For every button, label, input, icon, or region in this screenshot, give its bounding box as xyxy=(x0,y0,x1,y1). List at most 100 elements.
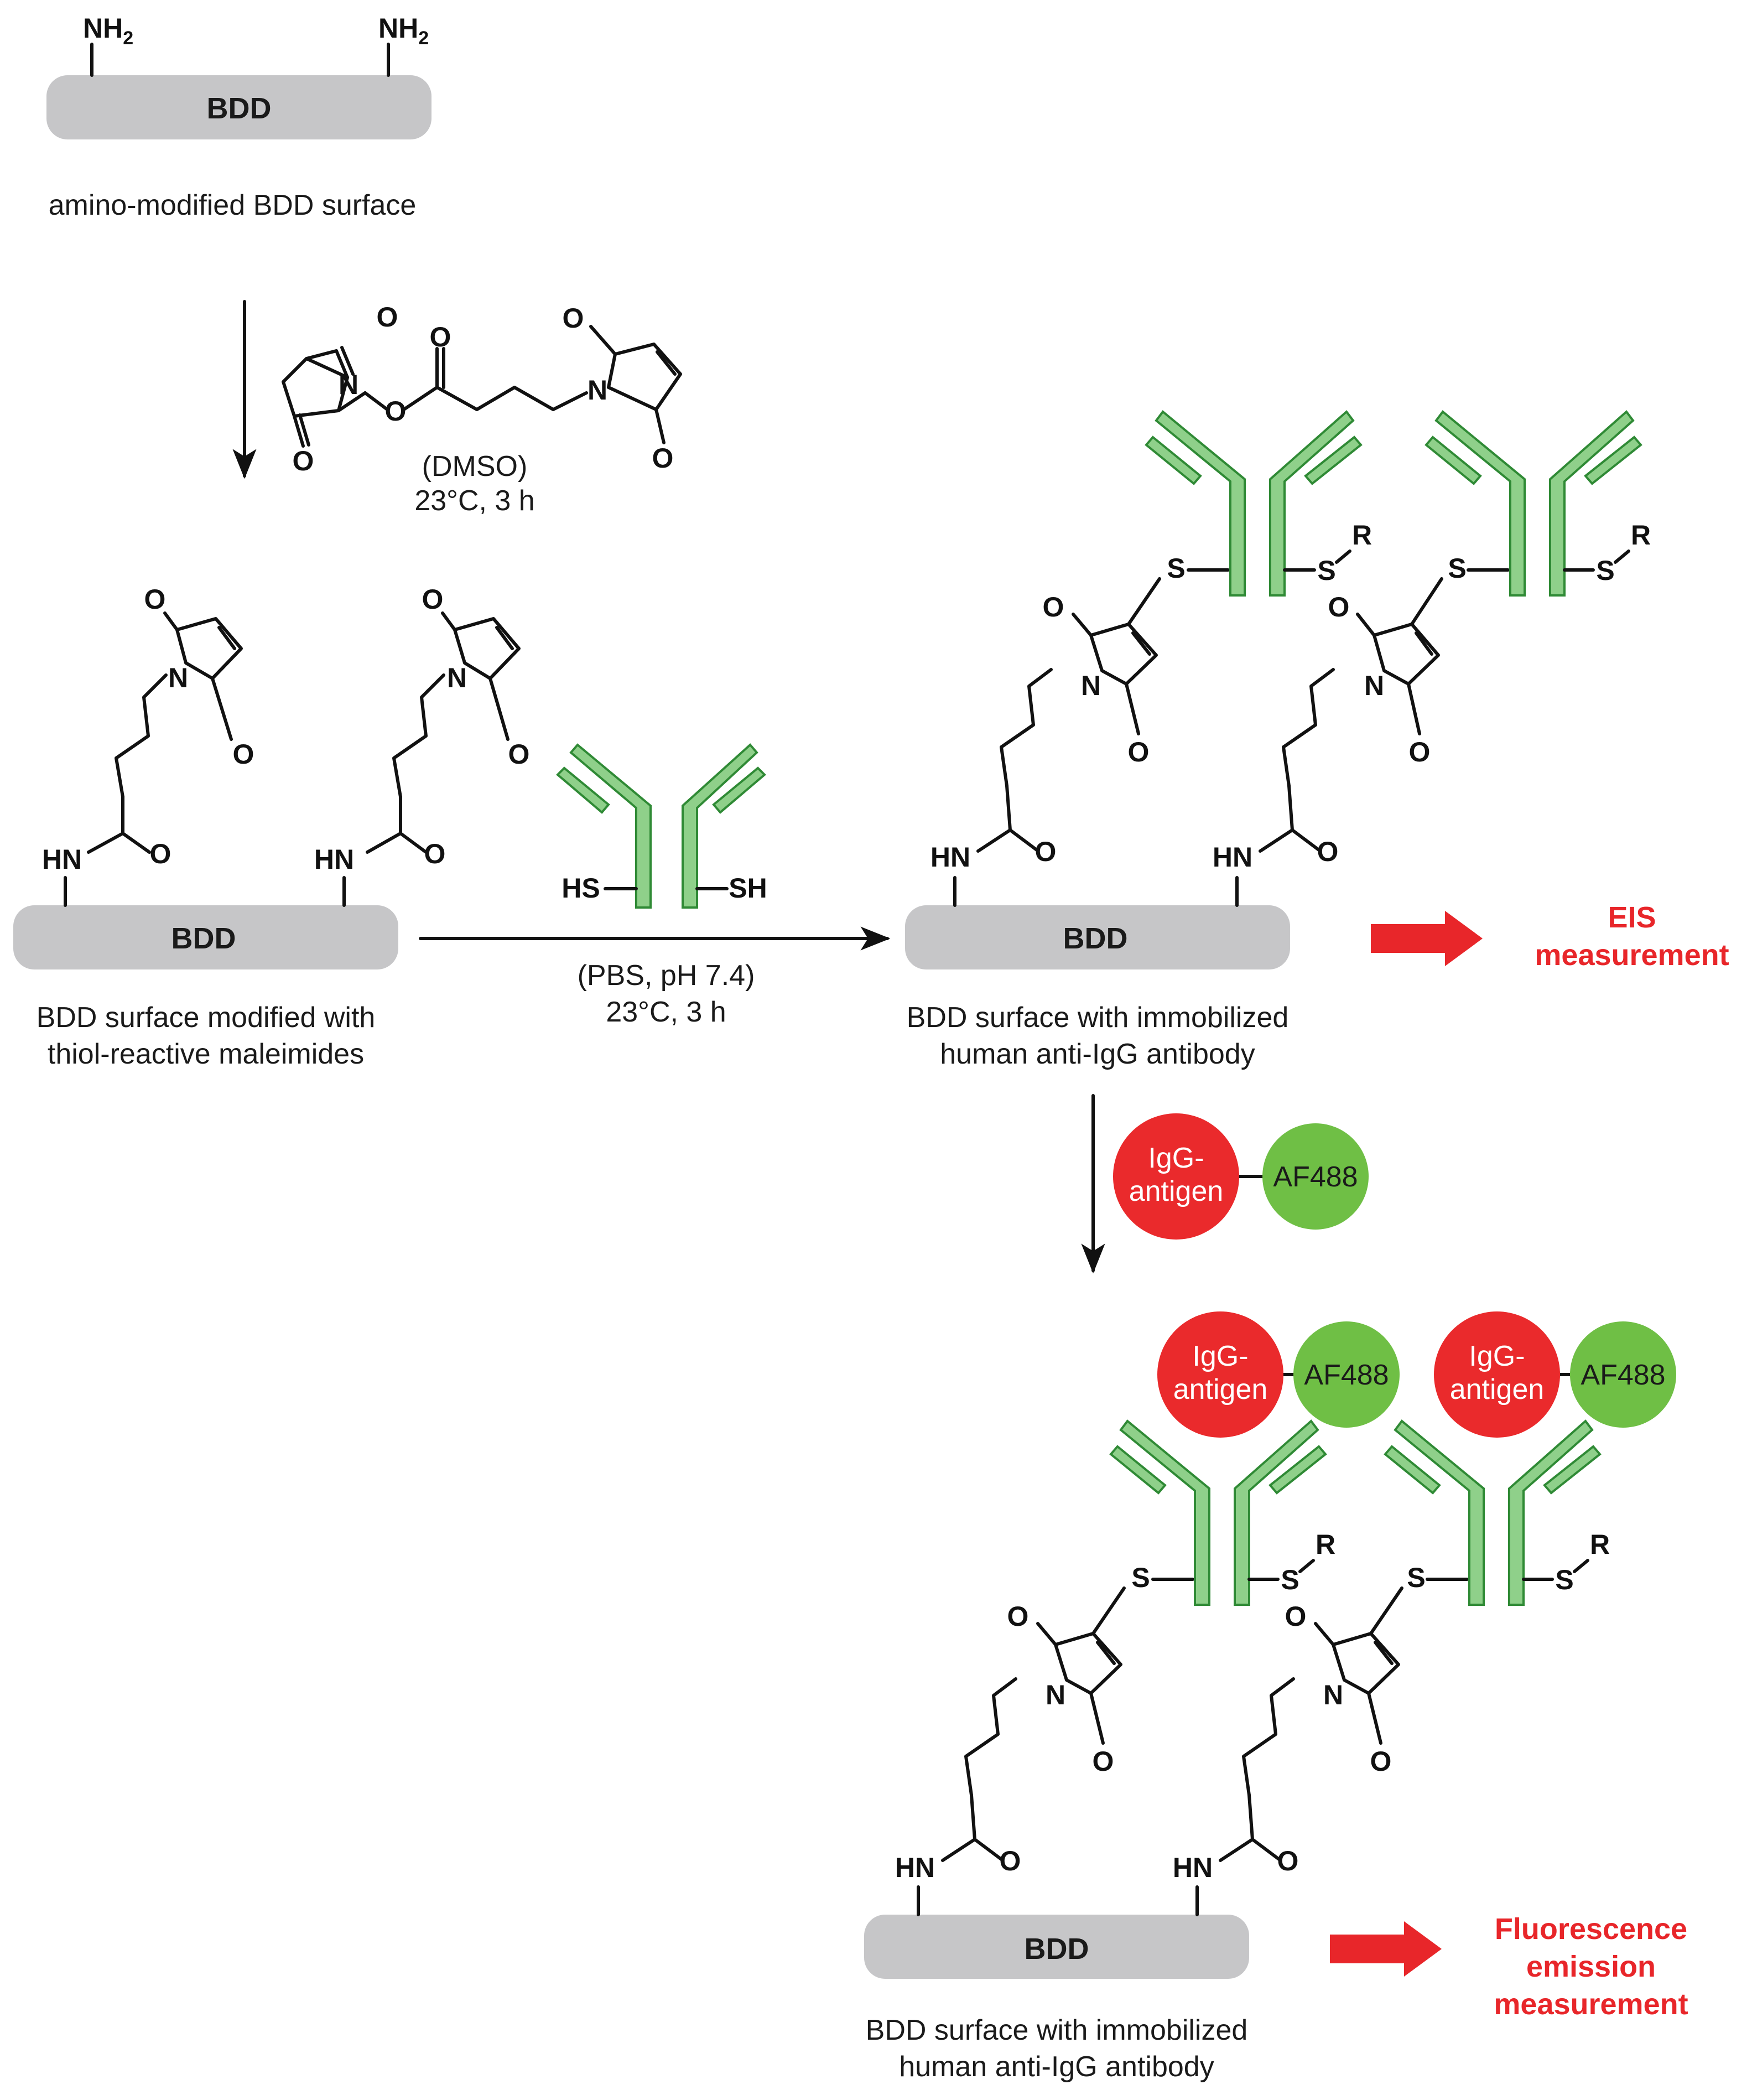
svg-text:O: O xyxy=(1277,1845,1299,1876)
svg-text:N: N xyxy=(339,369,358,400)
svg-text:O: O xyxy=(377,302,398,333)
antibody-reagent: HS SH xyxy=(556,743,767,909)
svg-text:O: O xyxy=(1317,836,1339,867)
bdd-surface xyxy=(46,75,431,139)
svg-text:O: O xyxy=(1328,592,1350,623)
maleimide-surface: BDD HN O N O O HN O N O O BDD surface mo… xyxy=(13,584,529,1070)
svg-text:N: N xyxy=(1081,670,1101,701)
condition-time-2: 23°C, 3 h xyxy=(606,996,726,1028)
condition-buffer-2: (PBS, pH 7.4) xyxy=(578,960,755,992)
svg-text:N: N xyxy=(168,662,188,693)
svg-text:N: N xyxy=(1364,670,1384,701)
bdd-label: BDD xyxy=(207,92,272,125)
fluorescence-arrow xyxy=(1330,1921,1442,1977)
antibody-surface: BDD HN O N O O S S R HN O N xyxy=(905,410,1651,1070)
antigen-bound-surface: BDD HN O N O O S S R HN O N xyxy=(864,1311,1676,2083)
svg-text:IgG-: IgG- xyxy=(1148,1142,1204,1174)
svg-text:S: S xyxy=(1596,555,1614,586)
condition-solvent-1: (DMSO) xyxy=(422,450,528,483)
bdd-surface xyxy=(864,1915,1249,1979)
fluorophore-circle xyxy=(1262,1123,1369,1230)
svg-text:O: O xyxy=(233,739,254,770)
caption-step1: amino-modified BDD surface xyxy=(49,189,417,221)
fluorescence-label-line2: emission xyxy=(1526,1950,1656,1983)
fluorophore-circle xyxy=(1570,1321,1676,1428)
svg-text:IgG-: IgG- xyxy=(1469,1340,1525,1372)
svg-text:antigen: antigen xyxy=(1173,1373,1268,1406)
svg-text:O: O xyxy=(144,584,166,615)
svg-text:O: O xyxy=(1093,1746,1114,1777)
svg-text:HN: HN xyxy=(895,1852,935,1883)
antigen-reagent: IgG- antigen AF488 xyxy=(1113,1113,1369,1240)
svg-text:O: O xyxy=(1409,737,1431,768)
svg-text:S: S xyxy=(1167,553,1185,584)
svg-text:O: O xyxy=(150,838,171,869)
svg-text:S: S xyxy=(1281,1564,1299,1595)
svg-text:O: O xyxy=(1043,592,1064,623)
svg-text:S: S xyxy=(1131,1562,1150,1593)
svg-text:AF488: AF488 xyxy=(1304,1359,1389,1391)
amine-group: NH2 xyxy=(378,13,429,49)
fluorescence-label-line3: measurement xyxy=(1494,1988,1688,2021)
nhs-maleimide-reagent: N O O O O N O O xyxy=(282,302,682,476)
svg-text:R: R xyxy=(1631,520,1651,551)
svg-text:O: O xyxy=(385,396,407,427)
svg-text:R: R xyxy=(1590,1529,1610,1560)
svg-text:O: O xyxy=(1285,1601,1307,1632)
svg-text:O: O xyxy=(293,445,314,476)
condition-time-1: 23°C, 3 h xyxy=(414,485,534,517)
svg-text:O: O xyxy=(1000,1845,1021,1876)
svg-text:S: S xyxy=(1317,555,1335,586)
antigen-circle xyxy=(1434,1311,1560,1438)
svg-text:O: O xyxy=(1128,737,1150,768)
svg-text:O: O xyxy=(1007,1601,1029,1632)
svg-text:HN: HN xyxy=(1213,842,1252,873)
svg-text:HN: HN xyxy=(1173,1852,1213,1883)
svg-text:IgG-: IgG- xyxy=(1192,1340,1248,1372)
caption-step2-line2: thiol-reactive maleimides xyxy=(48,1038,364,1070)
caption-step3-line2: human anti-IgG antibody xyxy=(940,1038,1255,1070)
svg-text:R: R xyxy=(1316,1529,1335,1560)
svg-text:HN: HN xyxy=(314,844,354,875)
bdd-surface xyxy=(905,905,1290,969)
svg-text:O: O xyxy=(422,584,444,615)
svg-text:N: N xyxy=(1046,1679,1065,1710)
svg-text:R: R xyxy=(1352,520,1372,551)
bound-antigen: IgG- antigen AF488 xyxy=(1157,1311,1400,1438)
eis-arrow xyxy=(1371,911,1483,966)
caption-step4-line2: human anti-IgG antibody xyxy=(899,2051,1214,2083)
caption-step3-line1: BDD surface with immobilized xyxy=(907,1002,1289,1034)
amino-modified-surface: BDD NH2 NH2 amino-modified BDD surface xyxy=(46,13,431,221)
eis-label-line2: measurement xyxy=(1535,938,1729,972)
thiol-right: SH xyxy=(729,873,767,904)
svg-text:HN: HN xyxy=(42,844,82,875)
svg-text:O: O xyxy=(563,303,584,334)
svg-text:S: S xyxy=(1555,1564,1573,1595)
bdd-label: BDD xyxy=(1063,922,1128,955)
antigen-circle xyxy=(1157,1311,1283,1438)
svg-text:N: N xyxy=(588,375,607,406)
svg-text:O: O xyxy=(652,443,674,474)
svg-text:antigen: antigen xyxy=(1450,1373,1545,1406)
svg-text:N: N xyxy=(447,662,467,693)
bound-antigen: IgG- antigen AF488 xyxy=(1434,1311,1676,1438)
fluorescence-label-line1: Fluorescence xyxy=(1495,1912,1687,1946)
caption-step2-line1: BDD surface modified with xyxy=(37,1002,376,1034)
antigen-circle xyxy=(1113,1113,1239,1240)
svg-text:S: S xyxy=(1448,553,1466,584)
thiol-left: HS xyxy=(562,873,600,904)
svg-text:antigen: antigen xyxy=(1129,1175,1224,1207)
bdd-surface xyxy=(13,905,398,969)
svg-text:O: O xyxy=(508,739,530,770)
fluorophore-circle xyxy=(1293,1321,1400,1428)
svg-text:O: O xyxy=(424,838,446,869)
svg-text:N: N xyxy=(1323,1679,1343,1710)
caption-step4-line1: BDD surface with immobilized xyxy=(866,2014,1248,2046)
svg-text:O: O xyxy=(430,322,451,352)
bdd-label: BDD xyxy=(171,922,236,955)
svg-text:O: O xyxy=(1370,1746,1392,1777)
eis-label-line1: EIS xyxy=(1608,901,1656,934)
svg-text:S: S xyxy=(1407,1562,1425,1593)
svg-text:AF488: AF488 xyxy=(1581,1359,1665,1391)
